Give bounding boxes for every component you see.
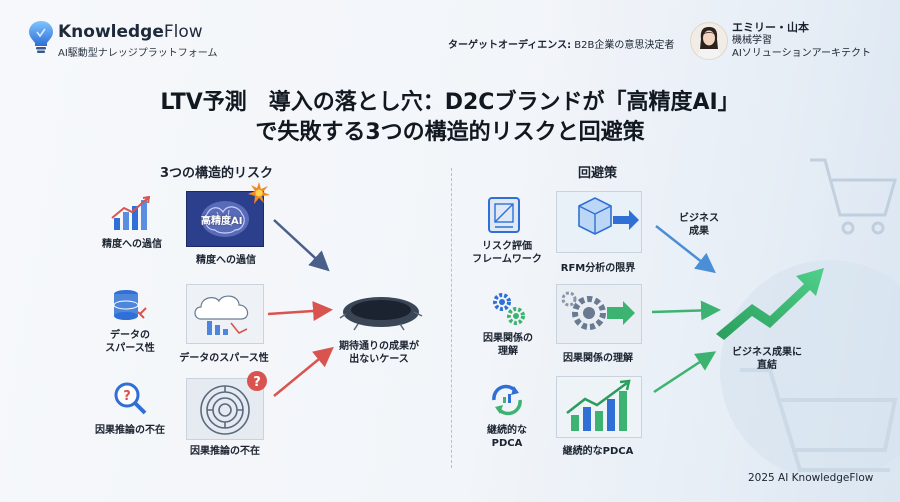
- arrow-risk-1: [273, 219, 330, 272]
- solution-2-card-label: 因果関係の理解: [563, 353, 633, 364]
- maze-icon: [200, 385, 250, 435]
- risk-2-label: データのスパース性: [105, 330, 155, 354]
- presenter-info: エミリー・山本 機械学習 AIソリューションアーキテクト: [732, 21, 871, 60]
- cube-arrow-icon: [578, 197, 639, 235]
- explosion-icon: [248, 182, 270, 204]
- cloud-data-icon: [194, 295, 249, 335]
- section-divider: [451, 168, 452, 468]
- brain-icon: [201, 201, 249, 237]
- risk-1-card: 高精度AI: [186, 191, 264, 247]
- target-audience: ターゲットオーディエンス: B2B企業の意思決定者: [448, 40, 675, 51]
- footer-copyright: 2025 AI KnowledgeFlow: [748, 472, 874, 484]
- brand-name: KnowledgeFlow: [58, 22, 203, 42]
- outcome-label: 期待通りの成果が出ないケース: [339, 341, 419, 365]
- question-badge-icon: ?: [247, 371, 267, 391]
- risk-3-card-label: 因果推論の不在: [190, 446, 260, 457]
- solution-3-card: [556, 376, 642, 438]
- presenter-role-2: AIソリューションアーキテクト: [732, 48, 871, 59]
- brand-tagline: AI駆動型ナレッジプラットフォーム: [58, 48, 218, 59]
- gear-arrow-icon: [561, 291, 635, 330]
- title-line-2: で失敗する3つの構造的リスクと回避策: [255, 120, 645, 145]
- person-icon: [697, 27, 721, 59]
- presenter-avatar: [690, 22, 728, 60]
- risks-heading: 3つの構造的リスク: [160, 166, 274, 181]
- business-label: ビジネス成果: [679, 213, 719, 237]
- page-title: LTV予測 導入の落とし穴：D2Cブランドが「高精度AI」 で失敗する3つの構造…: [0, 88, 900, 148]
- lightbulb-logo-icon: [29, 21, 53, 53]
- ai-badge: 高精度AI: [201, 216, 243, 227]
- svg-text:?: ?: [123, 389, 131, 404]
- arrow-solution-1: [655, 225, 716, 274]
- solution-1-card-label: RFM分析の限界: [560, 263, 636, 274]
- solution-3-card-label: 継続的なPDCA: [562, 446, 634, 457]
- risk-1-card-label: 精度への過信: [196, 255, 256, 266]
- solution-2-label: 因果関係の理解: [483, 333, 533, 357]
- arrow-risk-2: [267, 301, 333, 321]
- solution-arrows: [651, 225, 721, 394]
- growth-chart-icon: [111, 196, 151, 230]
- presenter-name: エミリー・山本: [732, 21, 809, 34]
- gears-icon: [493, 293, 525, 325]
- question-magnifier-icon: ?: [114, 382, 147, 415]
- risk-arrows: [267, 219, 334, 397]
- svg-text:?: ?: [253, 375, 261, 390]
- risk-2-card: [186, 284, 264, 344]
- risk-3-label: 因果推論の不在: [95, 425, 165, 436]
- title-line-1: LTV予測 導入の落とし穴：D2Cブランドが「高精度AI」: [160, 90, 740, 115]
- arrow-solution-2: [651, 300, 721, 321]
- rising-bars-icon: [566, 379, 631, 431]
- solutions-heading: 回避策: [578, 166, 618, 181]
- business-result-label: ビジネス成果に直結: [732, 347, 802, 371]
- growth-arrow-icon: [716, 268, 824, 340]
- risk-1-label: 精度への過信: [102, 239, 162, 250]
- framework-icon: [488, 197, 520, 233]
- solution-1-label: リスク評価フレームワーク: [472, 241, 542, 265]
- risk-2-card-label: データのスパース性: [179, 353, 269, 364]
- solution-2-card: [556, 284, 642, 344]
- arrow-risk-3: [273, 346, 334, 397]
- solution-1-card: [556, 191, 642, 253]
- cycle-icon: [492, 384, 522, 416]
- database-icon: [113, 290, 147, 320]
- arrow-solution-3: [653, 351, 717, 394]
- hole-icon: [339, 297, 423, 331]
- presenter-role-1: 機械学習: [732, 35, 772, 46]
